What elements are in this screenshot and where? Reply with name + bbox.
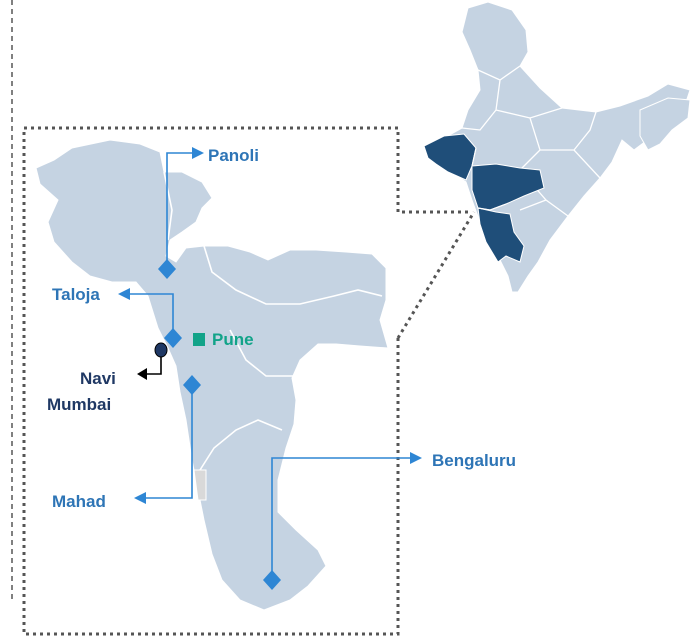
taloja-diamond-marker-icon[interactable] bbox=[164, 328, 182, 348]
bengaluru-leader-line bbox=[271, 457, 412, 580]
highlight-karnataka bbox=[477, 207, 525, 263]
navi-mumbai-leader-line bbox=[144, 352, 162, 375]
region-state-borders bbox=[163, 171, 383, 471]
mahad-leader-line bbox=[142, 385, 193, 499]
bengaluru-label: Bengaluru bbox=[432, 451, 516, 470]
taloja-arrow-icon bbox=[118, 288, 130, 300]
taloja-leader-line bbox=[126, 293, 174, 338]
panoli-leader-line bbox=[166, 152, 196, 269]
arrowheads bbox=[118, 147, 422, 504]
highlight-borders bbox=[471, 147, 507, 211]
india-internal-borders bbox=[461, 65, 601, 217]
pune-label: Pune bbox=[212, 330, 254, 349]
navi-mumbai-label-line1: Navi bbox=[80, 369, 116, 388]
bengaluru-arrow-icon bbox=[410, 452, 422, 464]
zoom-frame-box bbox=[22, 126, 468, 636]
site-markers bbox=[154, 259, 281, 590]
highlight-maharashtra bbox=[471, 163, 545, 211]
mahad-diamond-marker-icon[interactable] bbox=[183, 375, 201, 395]
navi-mumbai-pin-marker-icon[interactable] bbox=[154, 342, 168, 358]
navi-mumbai-arrow-icon bbox=[137, 368, 147, 380]
india-overview-map bbox=[423, 1, 691, 293]
goa-region bbox=[193, 469, 207, 501]
site-labels: Panoli Taloja Pune Navi Mumbai Mahad Ben… bbox=[47, 146, 516, 511]
leader-lines bbox=[126, 152, 412, 580]
mahad-arrow-icon bbox=[134, 492, 146, 504]
zoom-frame bbox=[22, 126, 476, 636]
panoli-label: Panoli bbox=[208, 146, 259, 165]
mahad-label: Mahad bbox=[52, 492, 106, 511]
zoom-connector-line bbox=[396, 211, 476, 339]
taloja-label: Taloja bbox=[52, 285, 100, 304]
panoli-arrow-icon bbox=[192, 147, 204, 159]
highlight-gujarat bbox=[423, 133, 477, 181]
india-northeast bbox=[639, 97, 691, 151]
bengaluru-diamond-marker-icon[interactable] bbox=[263, 570, 281, 590]
region-map bbox=[35, 139, 389, 611]
panoli-diamond-marker-icon[interactable] bbox=[158, 259, 176, 279]
navi-mumbai-label-line2: Mumbai bbox=[47, 395, 111, 414]
pune-square-marker-icon[interactable] bbox=[193, 333, 205, 346]
